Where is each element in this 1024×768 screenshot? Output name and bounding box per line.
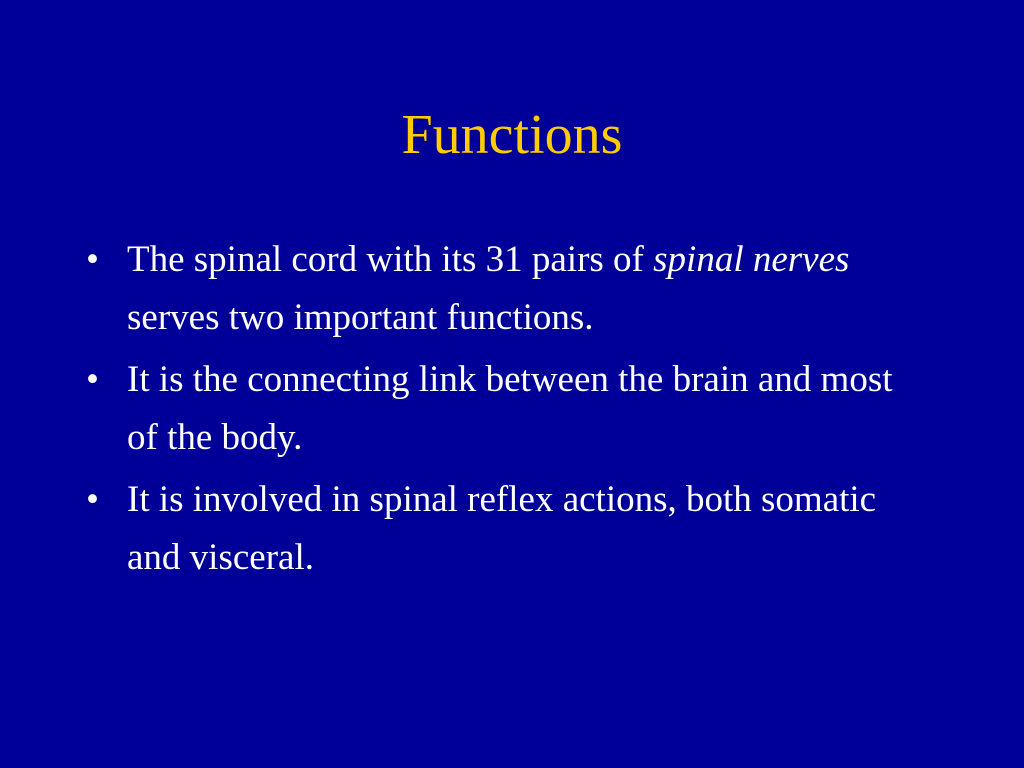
bullet-2-text: It is the connecting link between the br…: [127, 359, 893, 458]
bullet-1-text-after: serves two important functions.: [127, 297, 594, 338]
bullet-1-text-before: The spinal cord with its 31 pairs of: [127, 239, 654, 280]
bullet-3-text: It is involved in spinal reflex actions,…: [127, 479, 877, 578]
bullet-1-emphasis: spinal nerves: [653, 239, 850, 280]
bullet-item-1: • The spinal cord with its 31 pairs of s…: [86, 231, 906, 347]
bullet-item-3: • It is involved in spinal reflex action…: [86, 471, 906, 587]
slide-title: Functions: [401, 104, 623, 166]
bullet-icon: •: [86, 239, 99, 280]
bullet-icon: •: [86, 359, 99, 400]
bullet-list: • The spinal cord with its 31 pairs of s…: [86, 231, 906, 591]
bullet-icon: •: [86, 479, 99, 520]
bullet-item-2: • It is the connecting link between the …: [86, 351, 906, 467]
